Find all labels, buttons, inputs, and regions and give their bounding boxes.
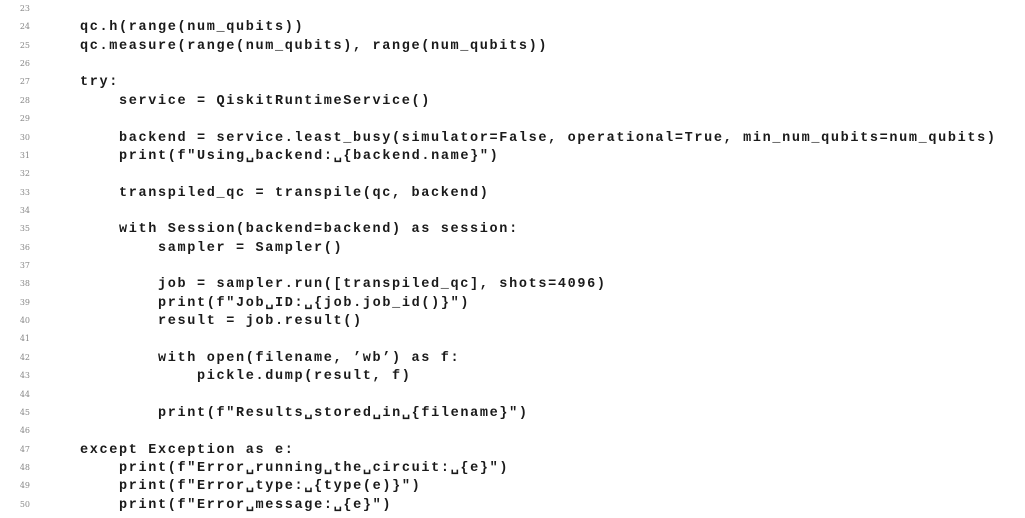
code-line: 49 print(f"Error␣type:␣{type(e)}"): [0, 478, 1025, 496]
line-number: 36: [19, 242, 30, 252]
line-number: 27: [19, 77, 30, 87]
line-number: 50: [19, 499, 30, 509]
code-text: job = sampler.run([transpiled_qc], shots…: [41, 277, 607, 293]
code-line: 47 except Exception as e:: [0, 442, 1025, 460]
line-number: 28: [19, 95, 30, 105]
code-line: 42 with open(filename, ’wb’) as f:: [0, 350, 1025, 368]
code-text: print(f"Error␣type:␣{type(e)}"): [41, 479, 422, 495]
line-number: 35: [19, 224, 30, 234]
code-line: 30 backend = service.least_busy(simulato…: [0, 130, 1025, 148]
code-text: result = job.result(): [41, 314, 363, 330]
code-line: 37: [0, 258, 1025, 276]
line-number: 31: [19, 150, 30, 160]
line-number: 44: [19, 389, 30, 399]
line-number: 23: [19, 4, 30, 13]
code-line: 40 result = job.result(): [0, 313, 1025, 331]
line-number: 39: [19, 297, 30, 307]
code-line: 46: [0, 423, 1025, 441]
code-line: 23: [0, 1, 1025, 19]
code-text: with Session(backend=backend) as session…: [41, 222, 519, 238]
code-line: 31 print(f"Using␣backend:␣{backend.name}…: [0, 148, 1025, 166]
line-number: 46: [19, 426, 30, 436]
line-number: 25: [19, 40, 30, 50]
line-number: 41: [19, 334, 30, 344]
line-number: 24: [19, 22, 30, 32]
code-text: print(f"Using␣backend:␣{backend.name}"): [41, 148, 500, 164]
code-line: 36 sampler = Sampler(): [0, 240, 1025, 258]
code-text: qc.measure(range(num_qubits), range(num_…: [41, 38, 549, 54]
code-line: 28 service = QiskitRuntimeService(): [0, 93, 1025, 111]
code-line: 39 print(f"Job␣ID:␣{job.job_id()}"): [0, 295, 1025, 313]
code-line: 34: [0, 203, 1025, 221]
code-text: backend = service.least_busy(simulator=F…: [41, 130, 997, 146]
line-number: 34: [19, 205, 30, 215]
code-line: 27 try:: [0, 74, 1025, 92]
line-number: 26: [19, 59, 30, 69]
code-line: 33 transpiled_qc = transpile(qc, backend…: [0, 185, 1025, 203]
line-number: 33: [19, 187, 30, 197]
code-line: 32: [0, 166, 1025, 184]
code-line: 41: [0, 331, 1025, 349]
line-number: 38: [19, 279, 30, 289]
code-text: with open(filename, ’wb’) as f:: [41, 350, 461, 366]
code-text: print(f"Error␣running␣the␣circuit:␣{e}"): [41, 460, 510, 476]
code-line: 25 qc.measure(range(num_qubits), range(n…: [0, 38, 1025, 56]
code-line: 48 print(f"Error␣running␣the␣circuit:␣{e…: [0, 460, 1025, 478]
code-line: 24 qc.h(range(num_qubits)): [0, 19, 1025, 37]
code-line: 44: [0, 387, 1025, 405]
line-number: 40: [19, 316, 30, 326]
code-text: pickle.dump(result, f): [41, 369, 412, 385]
code-text: print(f"Job␣ID:␣{job.job_id()}"): [41, 295, 471, 311]
line-number: 43: [19, 371, 30, 381]
line-number: 47: [19, 444, 30, 454]
code-text: try:: [41, 75, 120, 91]
code-line: 29: [0, 111, 1025, 129]
code-text: except Exception as e:: [41, 442, 295, 458]
code-text: service = QiskitRuntimeService(): [41, 93, 432, 109]
code-text: print(f"Results␣stored␣in␣{filename}"): [41, 405, 529, 421]
line-number: 49: [19, 481, 30, 491]
code-line: 38 job = sampler.run([transpiled_qc], sh…: [0, 276, 1025, 294]
code-text: sampler = Sampler(): [41, 240, 344, 256]
line-number: 42: [19, 352, 30, 362]
code-text: print(f"Error␣message:␣{e}"): [41, 497, 393, 513]
line-number: 37: [19, 261, 30, 271]
line-number: 29: [19, 114, 30, 124]
code-line: 45 print(f"Results␣stored␣in␣{filename}"…: [0, 405, 1025, 423]
code-line: 43 pickle.dump(result, f): [0, 368, 1025, 386]
code-line: 50 print(f"Error␣message:␣{e}"): [0, 497, 1025, 515]
code-text: transpiled_qc = transpile(qc, backend): [41, 185, 490, 201]
line-number: 30: [19, 132, 30, 142]
line-number: 32: [19, 169, 30, 179]
code-line: 35 with Session(backend=backend) as sess…: [0, 221, 1025, 239]
code-text: qc.h(range(num_qubits)): [41, 20, 305, 36]
line-number: 48: [19, 462, 30, 472]
code-line: 26: [0, 56, 1025, 74]
line-number: 45: [19, 407, 30, 417]
